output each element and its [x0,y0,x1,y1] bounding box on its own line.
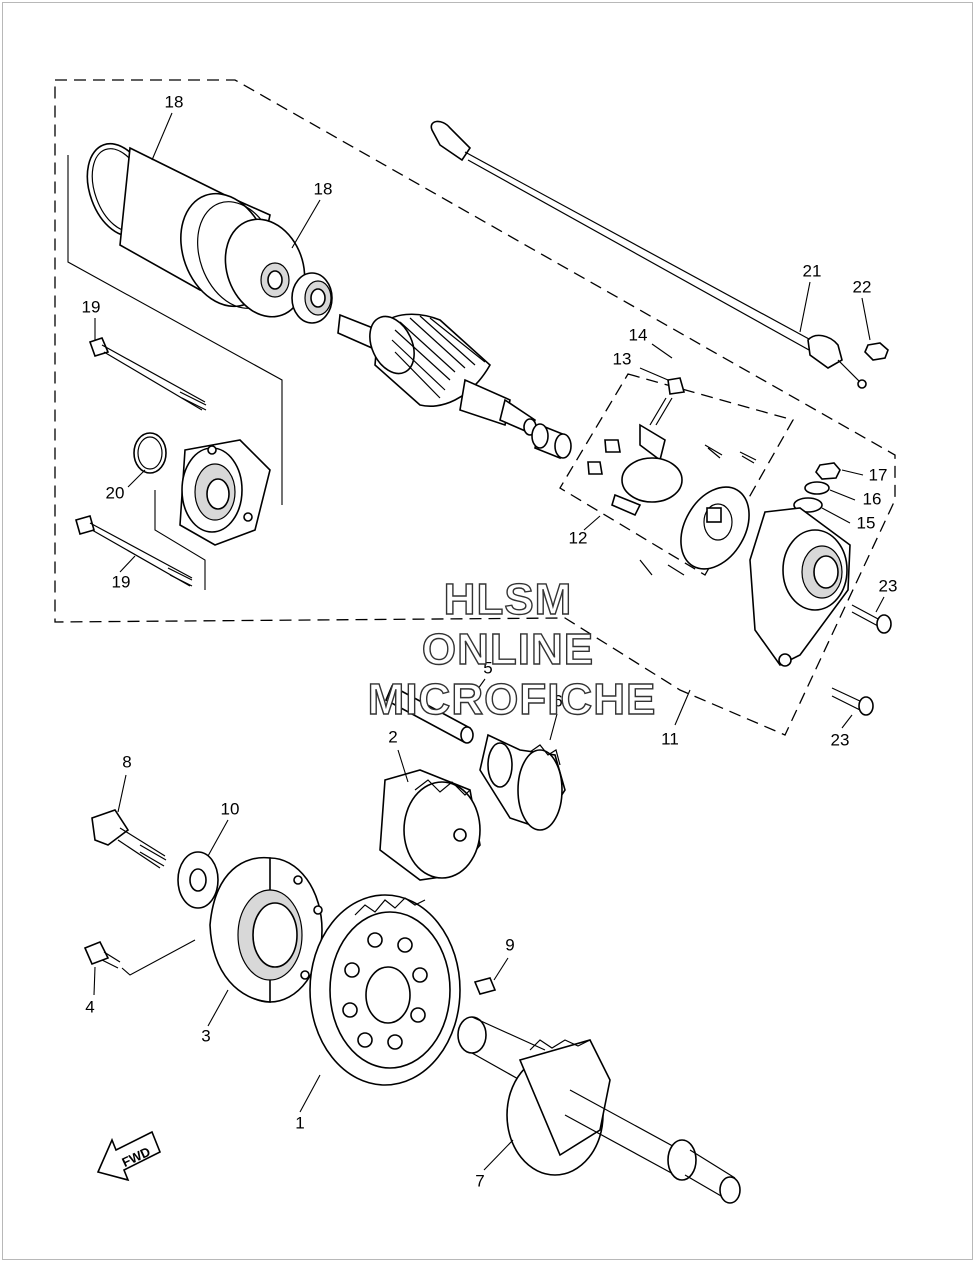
callout-numbers: 18 18 19 20 19 21 22 14 13 17 16 15 12 2… [82,92,898,1190]
idler-shaft [384,684,474,744]
callout-5: 5 [483,658,492,677]
callout-15: 15 [857,513,876,532]
callout-19-upper: 19 [82,297,101,316]
callout-10: 10 [221,799,240,818]
starter-clutch-3 [209,856,323,1003]
flange-bolt-8 [91,809,167,869]
starter-yoke [86,142,306,318]
callout-4: 4 [85,997,94,1016]
watermark-line-2: ONLINE [422,625,594,674]
callout-2: 2 [388,727,397,746]
callout-23-lower: 23 [831,730,850,749]
armature-needle-bearing [531,423,572,460]
callout-20: 20 [106,483,125,502]
callout-3: 3 [201,1026,210,1045]
bolt-23-upper [851,604,892,634]
callout-9: 9 [505,935,514,954]
washer-10 [177,851,219,909]
bolt-4-leader-bracket [121,939,196,976]
callout-21: 21 [803,261,822,280]
callout-12: 12 [569,528,588,547]
starter-drive-shaft-7 [457,1016,741,1204]
callout-6: 6 [553,691,562,710]
fwd-direction-arrow: FWD [96,1130,162,1182]
watermark-line-3: MICROFICHE [368,675,657,724]
brush-holder-boundary [559,373,794,576]
callout-22: 22 [853,277,872,296]
idler-gear-2 [379,769,481,881]
callout-leaders [93,112,885,1171]
lead-wire [430,120,867,389]
callout-14: 14 [629,325,648,344]
through-bolt-upper [88,337,207,411]
yoke-bearing [291,272,333,324]
callout-23-upper: 23 [879,576,898,595]
rear-cover [749,507,851,667]
commutator-end-plate [680,486,750,570]
woodruff-key-9 [473,977,497,995]
watermark: HLSM ONLINE MICROFICHE [367,574,657,724]
idler-gear-6 [479,733,566,831]
callout-19-lower: 19 [112,572,131,591]
callout-16: 16 [863,489,882,508]
callout-7: 7 [475,1171,484,1190]
armature [337,313,537,436]
callout-11: 11 [661,729,679,748]
callout-18-lower: 18 [314,179,333,198]
brush-holder [587,377,757,576]
bolt-4 [83,940,121,969]
left-bracket-lines [67,155,283,590]
washer-16 [804,481,830,495]
starter-wheel-gear-1 [309,894,461,1086]
nut-17 [815,462,841,480]
callout-1: 1 [295,1113,304,1132]
callout-13: 13 [613,349,632,368]
starter-assembly-boundary [54,79,896,736]
watermark-line-1: HLSM [444,575,573,624]
callout-17: 17 [869,465,888,484]
front-cover [179,439,271,546]
o-ring-20 [133,432,167,474]
bolt-23-lower [831,687,874,716]
callout-18-upper: 18 [165,92,184,111]
callout-8: 8 [122,752,131,771]
through-bolt-lower [75,515,193,587]
nut-22 [864,342,889,361]
